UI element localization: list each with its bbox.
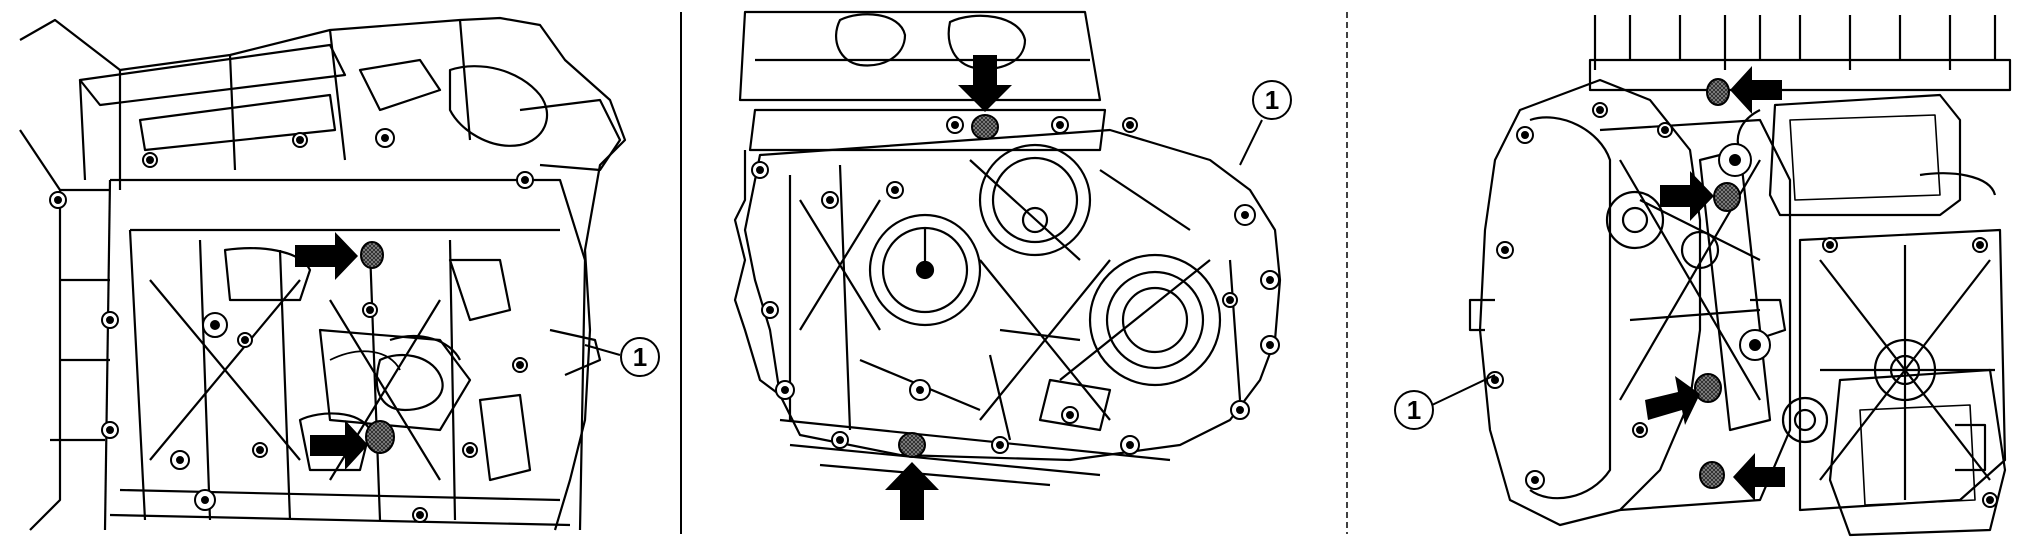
arrow-marker — [1733, 453, 1785, 501]
arrow-marker — [1730, 66, 1782, 114]
panel-right-drawing — [1468, 15, 2012, 537]
callout-label: 1 — [633, 342, 647, 372]
panel-left-bolts — [49, 128, 534, 523]
panel-right-bolts — [1486, 102, 1998, 508]
arrow-marker — [295, 232, 358, 280]
panel-left-seals — [360, 241, 395, 454]
panel-right-seals — [1694, 78, 1741, 489]
callout-label: 1 — [1265, 85, 1279, 115]
callout-center: 1 — [1239, 80, 1292, 166]
callout-label: 1 — [1407, 395, 1421, 425]
arrow-marker — [958, 55, 1012, 112]
arrow-marker — [310, 420, 368, 470]
panel-center-arrows — [885, 55, 1012, 520]
panel-center-drawing — [733, 10, 1282, 487]
arrow-marker — [885, 462, 939, 520]
arrow-marker — [1645, 376, 1700, 425]
panel-center-bolts — [751, 116, 1280, 455]
arrow-marker — [1660, 171, 1714, 221]
panel-center-seals — [898, 114, 999, 458]
panel-left-arrows — [295, 232, 368, 470]
panel-left-drawing — [19, 16, 627, 531]
callout-left: 1 — [584, 337, 660, 377]
panel-right-arrows — [1645, 66, 1785, 501]
callout-right: 1 — [1394, 374, 1496, 430]
